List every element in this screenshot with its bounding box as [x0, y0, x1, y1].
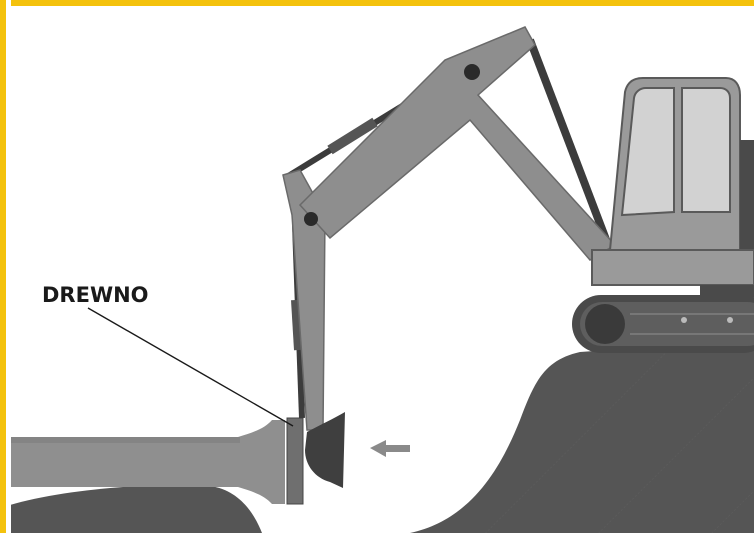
label-leader-line: [87, 307, 294, 427]
ground-hatch: [410, 340, 754, 533]
frame-left: [0, 0, 6, 533]
wood-block: [286, 417, 304, 505]
pivot-pin-mid: [304, 212, 318, 226]
excavator-cab: [608, 77, 754, 251]
frame-right-strip: [6, 0, 11, 533]
left-arrow-icon: [370, 440, 410, 457]
excavator-tracks: [572, 295, 754, 353]
ground-left: [10, 484, 262, 533]
pipe: [10, 420, 285, 504]
pivot-pin-top: [464, 64, 480, 80]
frame-top: [0, 0, 754, 6]
main-boom: [298, 26, 617, 261]
excavator-turntable: [700, 285, 754, 297]
bucket: [305, 412, 345, 488]
excavator-body: [591, 249, 754, 286]
frame-top-strip: [6, 6, 754, 11]
label-drewno: DREWNO: [42, 283, 149, 307]
